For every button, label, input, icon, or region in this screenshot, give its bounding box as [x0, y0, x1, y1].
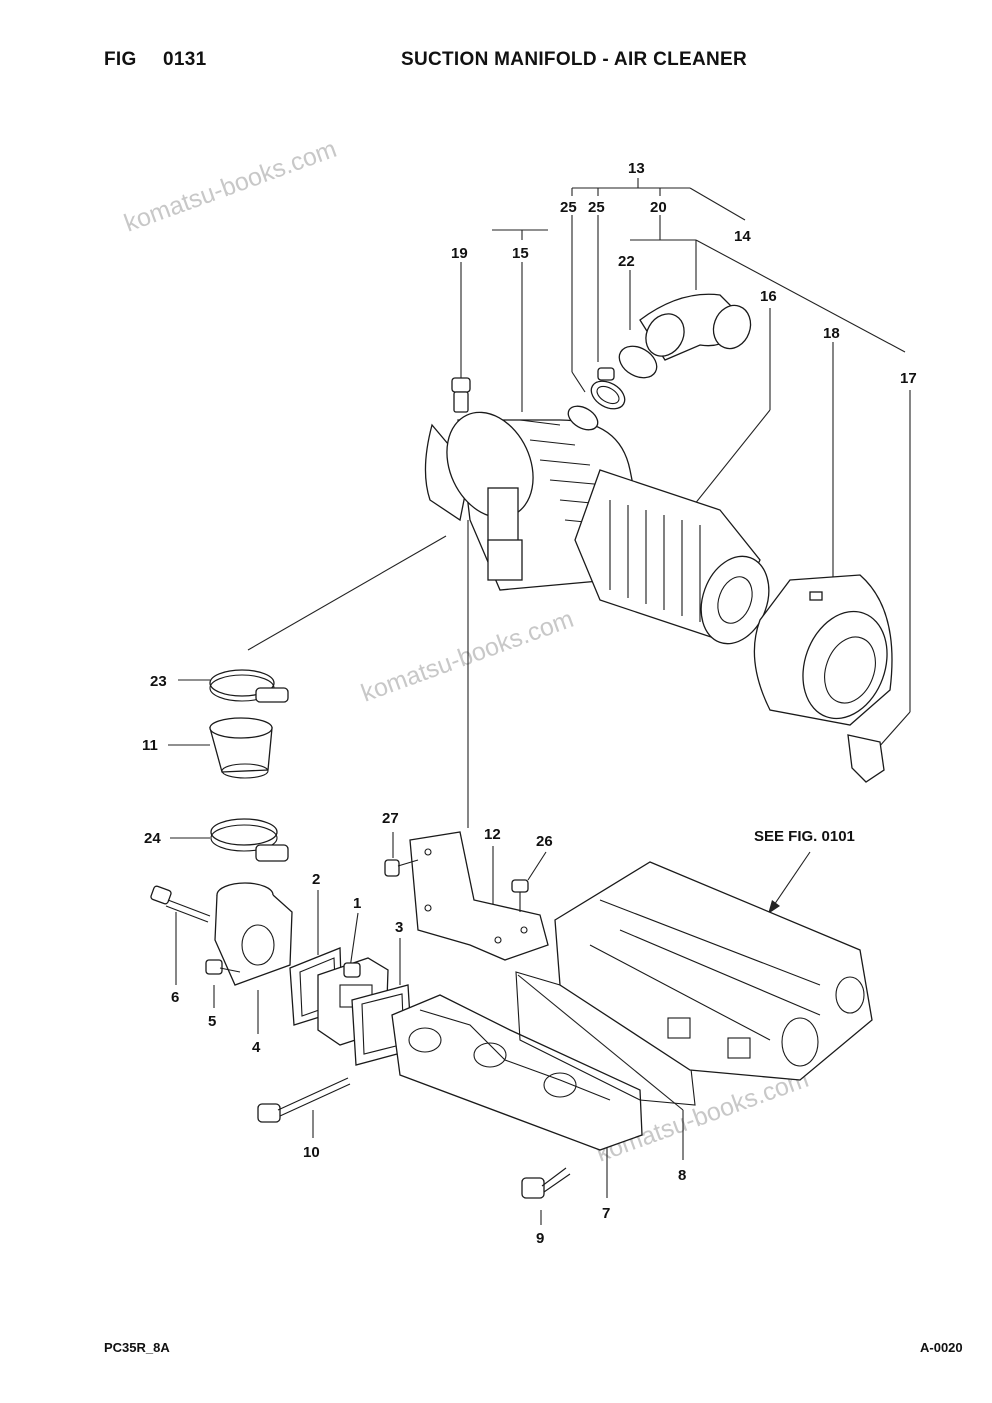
label-13: 13	[628, 160, 645, 177]
label-18: 18	[823, 325, 840, 342]
manifold-assembly	[257, 831, 873, 1199]
fig-number: 0131	[163, 49, 207, 70]
label-14: 14	[734, 228, 751, 245]
label-11: 11	[142, 737, 158, 754]
air-cleaner-assembly	[424, 293, 893, 783]
watermark-1: komatsu-books.com	[120, 135, 340, 238]
label-25-top: 23	[150, 673, 167, 690]
label-19: 19	[451, 245, 468, 262]
label-26: 26	[536, 833, 553, 850]
label-25-bottom: 24	[144, 830, 161, 847]
part-number-labels: 13 25 25 20 14 19 15 22 16 18 17 23 11 2…	[142, 160, 917, 1247]
label-17: 17	[900, 370, 917, 387]
label-3: 3	[395, 919, 403, 936]
page-title: SUCTION MANIFOLD - AIR CLEANER	[401, 49, 748, 70]
hose-assembly	[150, 669, 293, 986]
label-5: 5	[208, 1013, 216, 1030]
label-23: 25	[588, 199, 605, 216]
label-9: 9	[536, 1230, 544, 1247]
label-4: 4	[252, 1039, 261, 1056]
page-code: A-0020	[920, 1340, 963, 1355]
fig-label: FIG	[104, 49, 137, 70]
label-6: 6	[171, 989, 179, 1006]
label-27: 27	[382, 810, 399, 827]
label-2: 2	[312, 871, 320, 888]
model-code: PC35R_8A	[104, 1340, 170, 1355]
label-16: 16	[760, 288, 777, 305]
label-15: 15	[512, 245, 529, 262]
watermark-2: komatsu-books.com	[357, 605, 577, 708]
label-10: 10	[303, 1144, 320, 1161]
label-20: 20	[650, 199, 667, 216]
label-1: 1	[353, 895, 361, 912]
label-8: 8	[678, 1167, 686, 1184]
leader-lines	[168, 178, 911, 1225]
label-22: 22	[618, 253, 635, 270]
label-7: 7	[602, 1205, 610, 1222]
label-12: 12	[484, 826, 501, 843]
see-fig-reference: SEE FIG. 0101	[754, 828, 855, 845]
label-24: 25	[560, 199, 577, 216]
